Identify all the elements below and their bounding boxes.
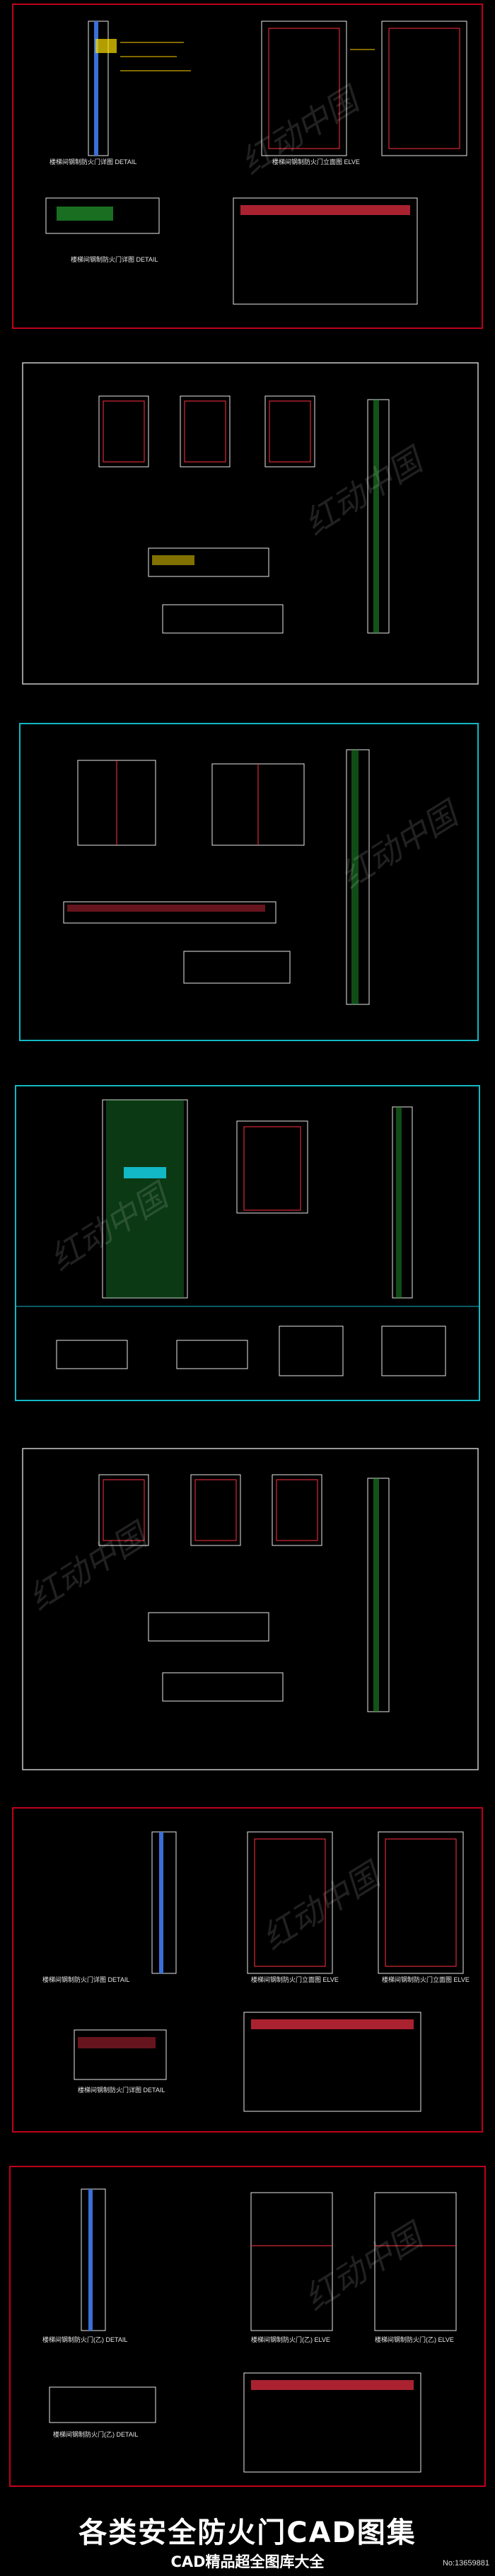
sheet-frame — [12, 1807, 483, 2133]
cad-sheet-2-canvas — [22, 362, 479, 685]
sheet-frame — [12, 4, 483, 329]
drawing-sheet-7: 楼梯间钢制防火门(乙) DETAIL 楼梯间钢制防火门(乙) ELVE 楼梯间钢… — [0, 2161, 495, 2493]
large-door-elevation — [102, 1099, 188, 1299]
door-elevation — [236, 1120, 308, 1214]
sheet-7-label-1: 楼梯间钢制防火门(乙) DETAIL — [42, 2336, 127, 2343]
door-elevation — [374, 2192, 457, 2331]
door-leaf — [94, 21, 98, 156]
cad-sheet-7-canvas: 楼梯间钢制防火门(乙) DETAIL 楼梯间钢制防火门(乙) ELVE 楼梯间钢… — [9, 2166, 486, 2487]
drawing-sheet-6: 楼梯间钢制防火门详图 DETAIL 楼梯间钢制防火门立面图 ELVE 楼梯间钢制… — [0, 1804, 495, 2136]
banner-subtitle: CAD精品超全图库大全 — [170, 2553, 325, 2570]
sheet-7-label-2: 楼梯间钢制防火门(乙) ELVE — [251, 2336, 330, 2343]
door-section — [81, 2188, 106, 2331]
cad-sheet-4-canvas — [15, 1085, 480, 1401]
sheet-6-label-4: 楼梯间钢制防火门详图 DETAIL — [78, 2086, 165, 2094]
sheet-6-label-3: 楼梯间钢制防火门立面图 ELVE — [382, 1975, 470, 1983]
cad-sheet-5-canvas — [22, 1448, 479, 1770]
sheet-frame — [19, 723, 479, 1041]
sheet-6-label-2: 楼梯间钢制防火门立面图 ELVE — [251, 1975, 339, 1983]
cad-sheet-6-canvas: 楼梯间钢制防火门详图 DETAIL 楼梯间钢制防火门立面图 ELVE 楼梯间钢制… — [12, 1807, 483, 2133]
drawing-sheet-1: 楼梯间钢制防火门详图 DETAIL 楼梯间钢制防火门立面图 ELVE 楼梯间钢制… — [0, 0, 495, 332]
sheet-frame — [9, 2166, 486, 2487]
door-elevation — [247, 1831, 333, 1974]
door-elevation — [381, 21, 467, 156]
title-banner: 各类安全防火门CAD图集 CAD精品超全图库大全 No:13659881 — [0, 2504, 495, 2576]
drawing-sheet-4 — [0, 1079, 495, 1408]
banner-title: 各类安全防火门CAD图集 — [78, 2517, 417, 2549]
door-plan-detail — [243, 2012, 421, 2112]
door-elevation — [378, 1831, 464, 1974]
cad-sheet-1-canvas: 楼梯间钢制防火门详图 DETAIL 楼梯间钢制防火门立面图 ELVE 楼梯间钢制… — [12, 4, 483, 329]
door-elevation — [250, 2192, 333, 2331]
drawing-sheet-3 — [0, 718, 495, 1047]
sheet-frame — [22, 1448, 479, 1770]
sheet-7-label-4: 楼梯间钢制防火门(乙) DETAIL — [53, 2430, 138, 2438]
door-plan-detail — [233, 197, 418, 305]
cad-sheet-3-canvas — [19, 723, 479, 1041]
sheet-7-label-3: 楼梯间钢制防火门(乙) ELVE — [375, 2336, 454, 2343]
door-section — [151, 1831, 177, 1974]
drawing-sheet-2 — [0, 357, 495, 690]
sheet-frame — [22, 362, 479, 685]
drawing-sheet-5 — [0, 1443, 495, 1775]
door-plan-detail — [243, 2372, 421, 2473]
sheet-1-label-1: 楼梯间钢制防火门详图 DETAIL — [50, 158, 136, 166]
sheet-1-label-2: 楼梯间钢制防火门立面图 ELVE — [272, 158, 360, 166]
sheet-frame — [15, 1085, 480, 1401]
door-elevation — [261, 21, 347, 156]
sheet-6-label-1: 楼梯间钢制防火门详图 DETAIL — [42, 1975, 129, 1983]
image-number: No:13659881 — [442, 2559, 489, 2568]
sheet-1-label-3: 楼梯间钢制防火门详图 DETAIL — [71, 255, 158, 263]
wall-section — [392, 1106, 413, 1299]
